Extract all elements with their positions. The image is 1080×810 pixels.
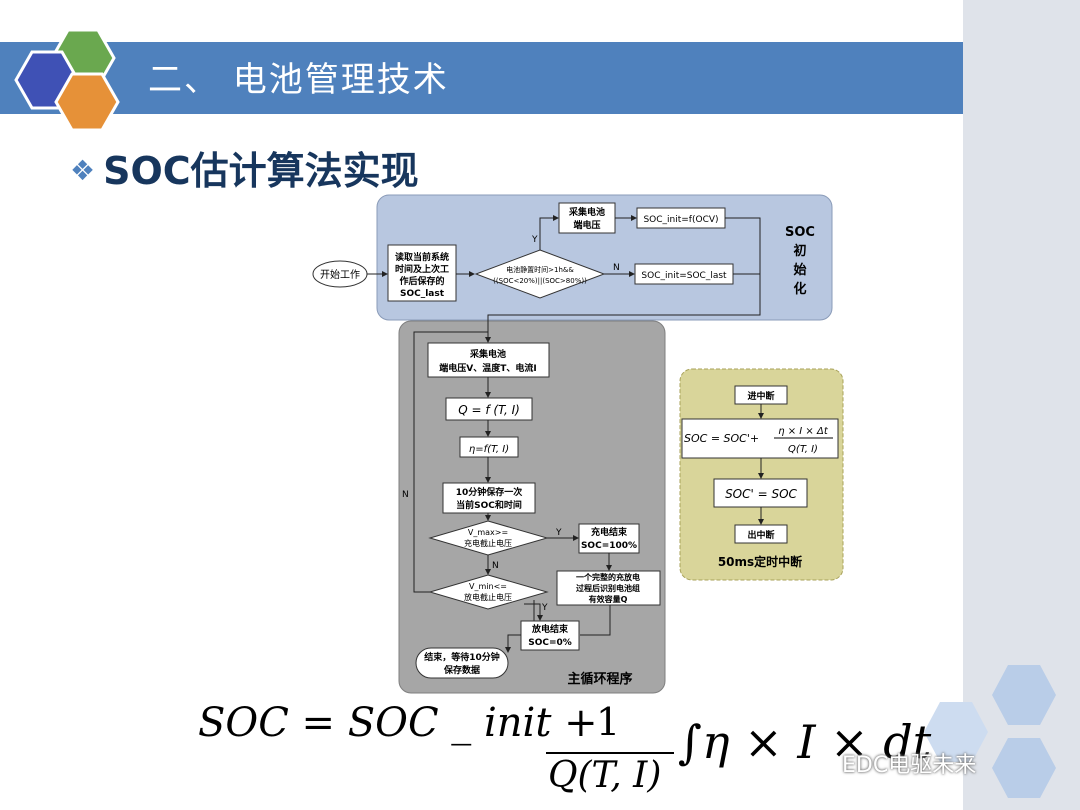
cond1-text-2: ((SOC<20%)||(SOC>80%))	[493, 277, 587, 285]
logo-hexagons	[14, 28, 120, 132]
collect-v-text-1: 采集电池	[568, 206, 605, 218]
charge-end-box	[578, 523, 640, 554]
soc-formula-fraction-line	[546, 752, 674, 754]
capacity-func-box	[445, 397, 533, 421]
charge-end-text-2: SOC=100%	[581, 541, 637, 551]
section-title-text: SOC估计算法实现	[103, 149, 419, 193]
soc-formula-lhs: SOC = SOC _ init +	[198, 700, 598, 746]
start-label: 开始工作	[320, 268, 360, 281]
int-formula-den: Q(T, I)	[788, 444, 818, 455]
flow-arrow	[485, 217, 761, 343]
int-assign-text: SOC' = SOC	[725, 487, 797, 501]
soc-init-last-text: SOC_init=SOC_last	[641, 271, 727, 281]
soc-init-ocv-text: SOC_init=f(OCV)	[643, 215, 718, 225]
watermark-text: EDC电驱未来	[842, 753, 977, 778]
soc-assign-box	[713, 478, 808, 508]
init-label-2: 初	[793, 243, 806, 259]
save-soc-box	[442, 482, 536, 514]
read-text-3: 作后保存的	[399, 275, 444, 287]
end-node	[415, 647, 509, 679]
no-label: N	[613, 263, 620, 273]
vmin-condition	[428, 574, 549, 610]
end-text-1: 结束，等待10分钟	[424, 651, 500, 663]
vmax-text-2: 充电截止电压	[464, 538, 512, 548]
page-title: 二、 电池管理技术	[148, 60, 449, 100]
read-text-4: SOC_last	[400, 289, 445, 299]
yes-label: Y	[541, 603, 548, 613]
decor-hexagon	[992, 738, 1056, 798]
end-text-2: 保存数据	[443, 664, 480, 676]
q-func-text: Q = f (T, I)	[458, 403, 520, 417]
soc-flowchart: 开始工作 读取当前系统 时间及上次工 作后保存的 SOC_last 电池静置时间…	[312, 194, 844, 694]
flow-line	[580, 605, 611, 636]
no-label: N	[492, 561, 499, 571]
charge-end-text-1: 充电结束	[591, 526, 628, 538]
main-loop-label: 主循环程序	[567, 671, 632, 687]
vmax-text-1: V_max>=	[468, 528, 508, 537]
title-bar	[0, 42, 963, 114]
no-label: N	[402, 490, 409, 500]
yes-label: Y	[531, 235, 538, 245]
int-exit-text: 出中断	[747, 529, 774, 541]
vmin-text-2: 放电截止电压	[464, 592, 512, 602]
wechat-icon	[818, 752, 842, 771]
interrupt-exit-box	[734, 524, 788, 544]
cond1-text-1: 电池静置时间>1h&&	[506, 265, 574, 274]
vmin-text-1: V_min<=	[469, 582, 507, 591]
soc-formula-denominator: Q(T, I)	[548, 755, 662, 796]
interrupt-label: 50ms定时中断	[718, 554, 802, 569]
int-formula-num: η × I × Δt	[778, 426, 829, 437]
collect-voltage-box	[558, 202, 616, 234]
identify-text-1: 一个完整的充放电	[576, 572, 640, 582]
save-text-2: 当前SOC和时间	[456, 499, 522, 511]
read-text-2: 时间及上次工	[395, 263, 449, 275]
int-formula-lhs: SOC = SOC'+	[684, 432, 759, 445]
read-soc-last-box	[387, 244, 457, 302]
init-label-1: SOC	[785, 225, 815, 240]
init-label-4: 化	[793, 281, 806, 297]
read-text-1: 读取当前系统	[395, 251, 449, 263]
eta-func-text: η=f(T, I)	[469, 444, 509, 455]
init-label-3: 始	[793, 262, 806, 278]
orange-hexagon-icon	[54, 72, 120, 132]
identify-capacity-box	[556, 570, 661, 606]
discharge-end-box	[520, 620, 580, 651]
efficiency-func-box	[459, 436, 519, 458]
collect-all-text-2: 端电压V、温度T、电流I	[439, 362, 536, 374]
decor-hexagon	[924, 702, 988, 762]
no-loop-line	[413, 331, 488, 593]
flow-arrow	[505, 634, 521, 653]
collect-v-text-2: 端电压	[573, 219, 600, 231]
decor-hexagons	[924, 665, 1056, 798]
int-enter-text: 进中断	[747, 390, 774, 402]
flow-arrow	[539, 215, 559, 250]
save-text-1: 10分钟保存一次	[456, 486, 523, 498]
yes-label: Y	[555, 528, 562, 538]
diamond-bullet-icon: ❖	[70, 154, 96, 187]
rest-time-condition	[474, 249, 606, 299]
decor-hexagon	[992, 665, 1056, 725]
soc-formula-numerator: 1	[596, 700, 621, 744]
identify-text-2: 过程后识别电池组	[576, 583, 640, 593]
section-title: ❖SOC估计算法实现	[70, 140, 419, 195]
flow-arrow	[524, 603, 543, 621]
collect-all-text-1: 采集电池	[469, 348, 506, 360]
identify-text-3: 有效容量Q	[589, 594, 628, 604]
discharge-end-text-1: 放电结束	[531, 623, 569, 635]
soc-formula-integral: ∫η × I × dt	[678, 715, 932, 769]
discharge-end-text-2: SOC=0%	[528, 638, 572, 648]
